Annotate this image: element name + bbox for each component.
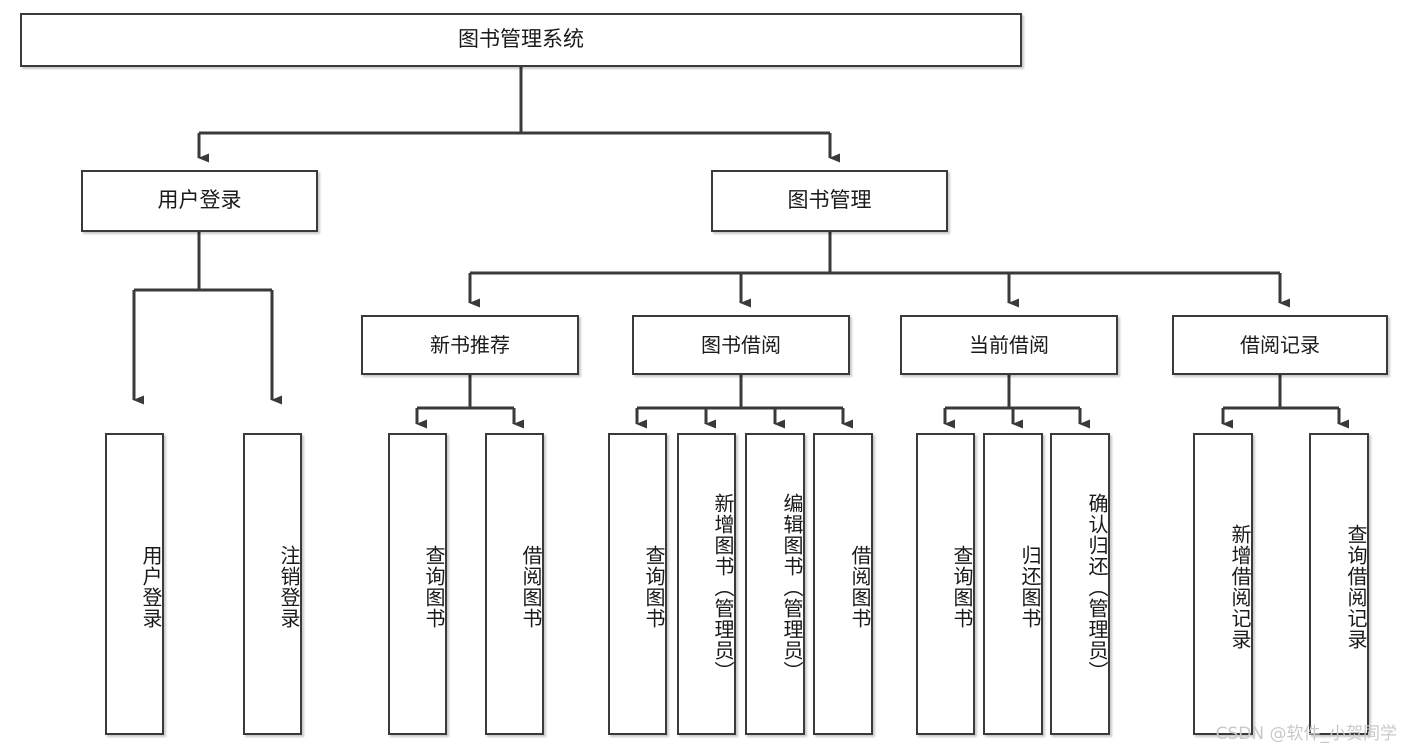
- node-book-borrow-label: 图书借阅: [701, 332, 781, 357]
- leaf-new-book-query[interactable]: 查询图书: [388, 433, 447, 735]
- leaf-borrow-record-add[interactable]: 新增借阅记录: [1193, 433, 1253, 735]
- leaf-new-book-borrow[interactable]: 借阅图书: [485, 433, 544, 735]
- leaf-book-borrow-query[interactable]: 查询图书: [608, 433, 667, 735]
- node-new-book-recommend[interactable]: 新书推荐: [361, 315, 579, 375]
- node-user-login-label: 用户登录: [157, 188, 242, 213]
- leaf-label: 查询图书: [950, 545, 974, 629]
- node-user-login[interactable]: 用户登录: [81, 170, 318, 232]
- leaf-label: 注销登录: [277, 545, 301, 629]
- leaf-label: 编辑图书（管理员）: [780, 492, 804, 682]
- leaf-label: 归还图书: [1018, 545, 1042, 629]
- node-borrow-record-label: 借阅记录: [1240, 332, 1320, 357]
- leaf-book-borrow-borrow[interactable]: 借阅图书: [813, 433, 873, 735]
- leaf-label: 用户登录: [139, 545, 163, 629]
- node-root-label: 图书管理系统: [458, 27, 584, 52]
- leaf-book-borrow-edit[interactable]: 编辑图书（管理员）: [745, 433, 805, 735]
- leaf-label: 借阅图书: [519, 545, 543, 629]
- leaf-label: 新增借阅记录: [1228, 524, 1252, 650]
- node-root[interactable]: 图书管理系统: [20, 13, 1022, 67]
- node-current-borrow-label: 当前借阅: [969, 332, 1049, 357]
- leaf-label: 查询借阅记录: [1344, 524, 1368, 650]
- leaf-borrow-record-query[interactable]: 查询借阅记录: [1309, 433, 1369, 735]
- node-book-borrow[interactable]: 图书借阅: [632, 315, 850, 375]
- leaf-user-login-login[interactable]: 用户登录: [105, 433, 164, 735]
- csdn-watermark: CSDN @软件_小贺同学: [1215, 724, 1397, 744]
- leaf-user-login-logout[interactable]: 注销登录: [243, 433, 302, 735]
- leaf-label: 确认归还（管理员）: [1085, 492, 1109, 682]
- leaf-current-borrow-query[interactable]: 查询图书: [916, 433, 975, 735]
- leaf-label: 查询图书: [422, 545, 446, 629]
- leaf-label: 查询图书: [642, 545, 666, 629]
- leaf-label: 新增图书（管理员）: [711, 492, 735, 682]
- node-book-management[interactable]: 图书管理: [711, 170, 948, 232]
- leaf-current-borrow-confirm-return[interactable]: 确认归还（管理员）: [1050, 433, 1110, 735]
- node-current-borrow[interactable]: 当前借阅: [900, 315, 1118, 375]
- node-new-book-recommend-label: 新书推荐: [430, 332, 510, 357]
- leaf-label: 借阅图书: [848, 545, 872, 629]
- node-book-management-label: 图书管理: [787, 188, 872, 213]
- node-borrow-record[interactable]: 借阅记录: [1172, 315, 1388, 375]
- leaf-current-borrow-return[interactable]: 归还图书: [983, 433, 1043, 735]
- leaf-book-borrow-add[interactable]: 新增图书（管理员）: [677, 433, 736, 735]
